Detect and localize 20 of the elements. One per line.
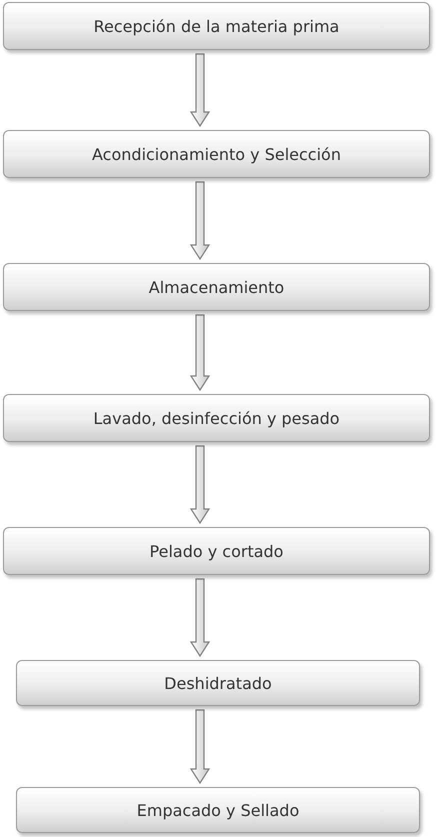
block-arrow bbox=[190, 578, 210, 658]
step-label: Almacenamiento bbox=[148, 278, 284, 296]
block-arrow bbox=[190, 709, 210, 784]
process-box bbox=[3, 527, 430, 575]
process-box bbox=[3, 263, 430, 311]
process-box bbox=[16, 787, 420, 833]
process-box bbox=[3, 130, 430, 178]
step-label: Deshidratado bbox=[164, 674, 272, 692]
process-box bbox=[3, 394, 430, 442]
step-label: Recepción de la materia prima bbox=[94, 16, 340, 36]
process-box bbox=[3, 2, 430, 50]
step-label: Acondicionamiento y Selección bbox=[92, 144, 341, 164]
block-arrow bbox=[190, 314, 210, 392]
step-label: Empacado y Sellado bbox=[136, 800, 300, 820]
block-arrow bbox=[190, 53, 210, 128]
step-label: Pelado y cortado bbox=[150, 542, 284, 560]
step-label: Lavado, desinfección y pesado bbox=[93, 408, 340, 428]
process-box bbox=[16, 660, 420, 706]
block-arrow bbox=[190, 445, 210, 524]
block-arrow bbox=[190, 181, 210, 260]
